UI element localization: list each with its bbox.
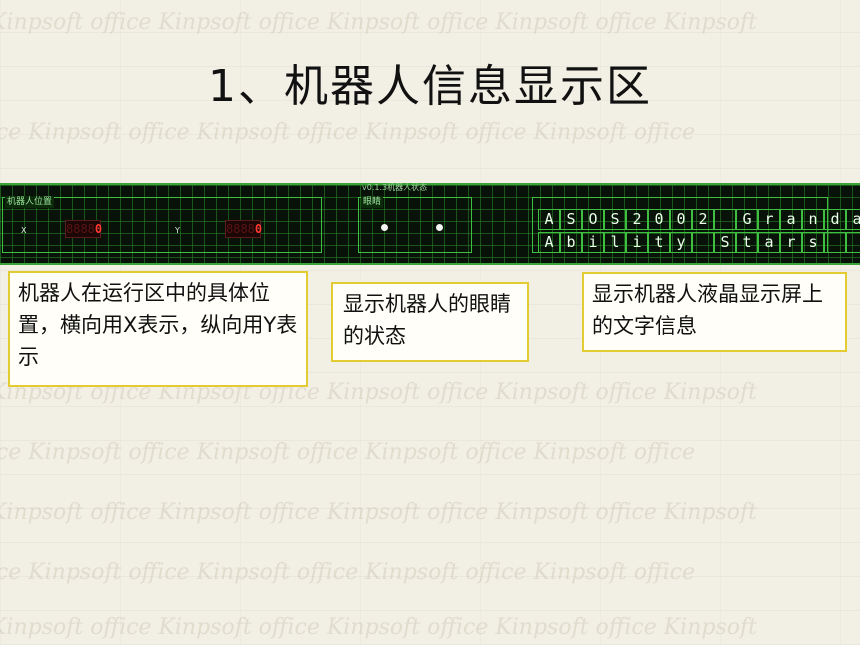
lcd-char: 0 [648,209,670,230]
lcd-char: O [582,209,604,230]
lcd-char: y [670,232,692,253]
x-axis-label: X [21,226,27,235]
lcd-char [692,232,714,253]
left-eye-icon [381,224,388,231]
position-box: 机器人位置 X 88880 Y 88880 [2,196,322,253]
lcd-char: n [802,209,824,230]
lcd-char: a [846,209,860,230]
x-value: 0 [94,222,103,236]
panel-caption: v0.1.3机器人状态 [362,183,428,192]
x-led-ghost: 8888 [66,222,95,236]
lcd-char: l [604,232,626,253]
page-title: 1、机器人信息显示区 [208,61,652,112]
lcd-char: r [780,232,802,253]
y-axis-label: Y [175,226,180,235]
lcd-char: a [758,232,780,253]
position-box-label: 机器人位置 [5,196,55,208]
lcd-char [824,232,846,253]
lcd-char: 2 [692,209,714,230]
lcd-char: r [758,209,780,230]
lcd-char: a [780,209,802,230]
y-led-display: 88880 [225,220,263,238]
lcd-char: b [560,232,582,253]
lcd-char: i [626,232,648,253]
lcd-char: A [538,209,560,230]
lcd-char: G [736,209,758,230]
eyes-box: 眼睛 [358,196,472,253]
eyes-note: 显示机器人的眼睛的状态 [331,282,529,362]
lcd-char: S [560,209,582,230]
lcd-char: 0 [670,209,692,230]
lcd-char: d [824,209,846,230]
lcd-char [846,232,860,253]
lcd-note: 显示机器人液晶显示屏上的文字信息 [582,272,847,352]
eyes-box-label: 眼睛 [361,196,384,208]
y-value: 0 [254,222,263,236]
lcd-char: i [582,232,604,253]
lcd-char: A [538,232,560,253]
lcd-char: t [648,232,670,253]
lcd-char: 2 [626,209,648,230]
lcd-char: S [604,209,626,230]
position-note: 机器人在运行区中的具体位置，横向用X表示，纵向用Y表示 [8,271,308,387]
right-eye-icon [436,224,443,231]
lcd-char: s [802,232,824,253]
lcd-char: t [736,232,758,253]
y-led-ghost: 8888 [226,222,255,236]
x-led-display: 88880 [65,220,103,238]
lcd-char: S [714,232,736,253]
lcd-char [714,209,736,230]
